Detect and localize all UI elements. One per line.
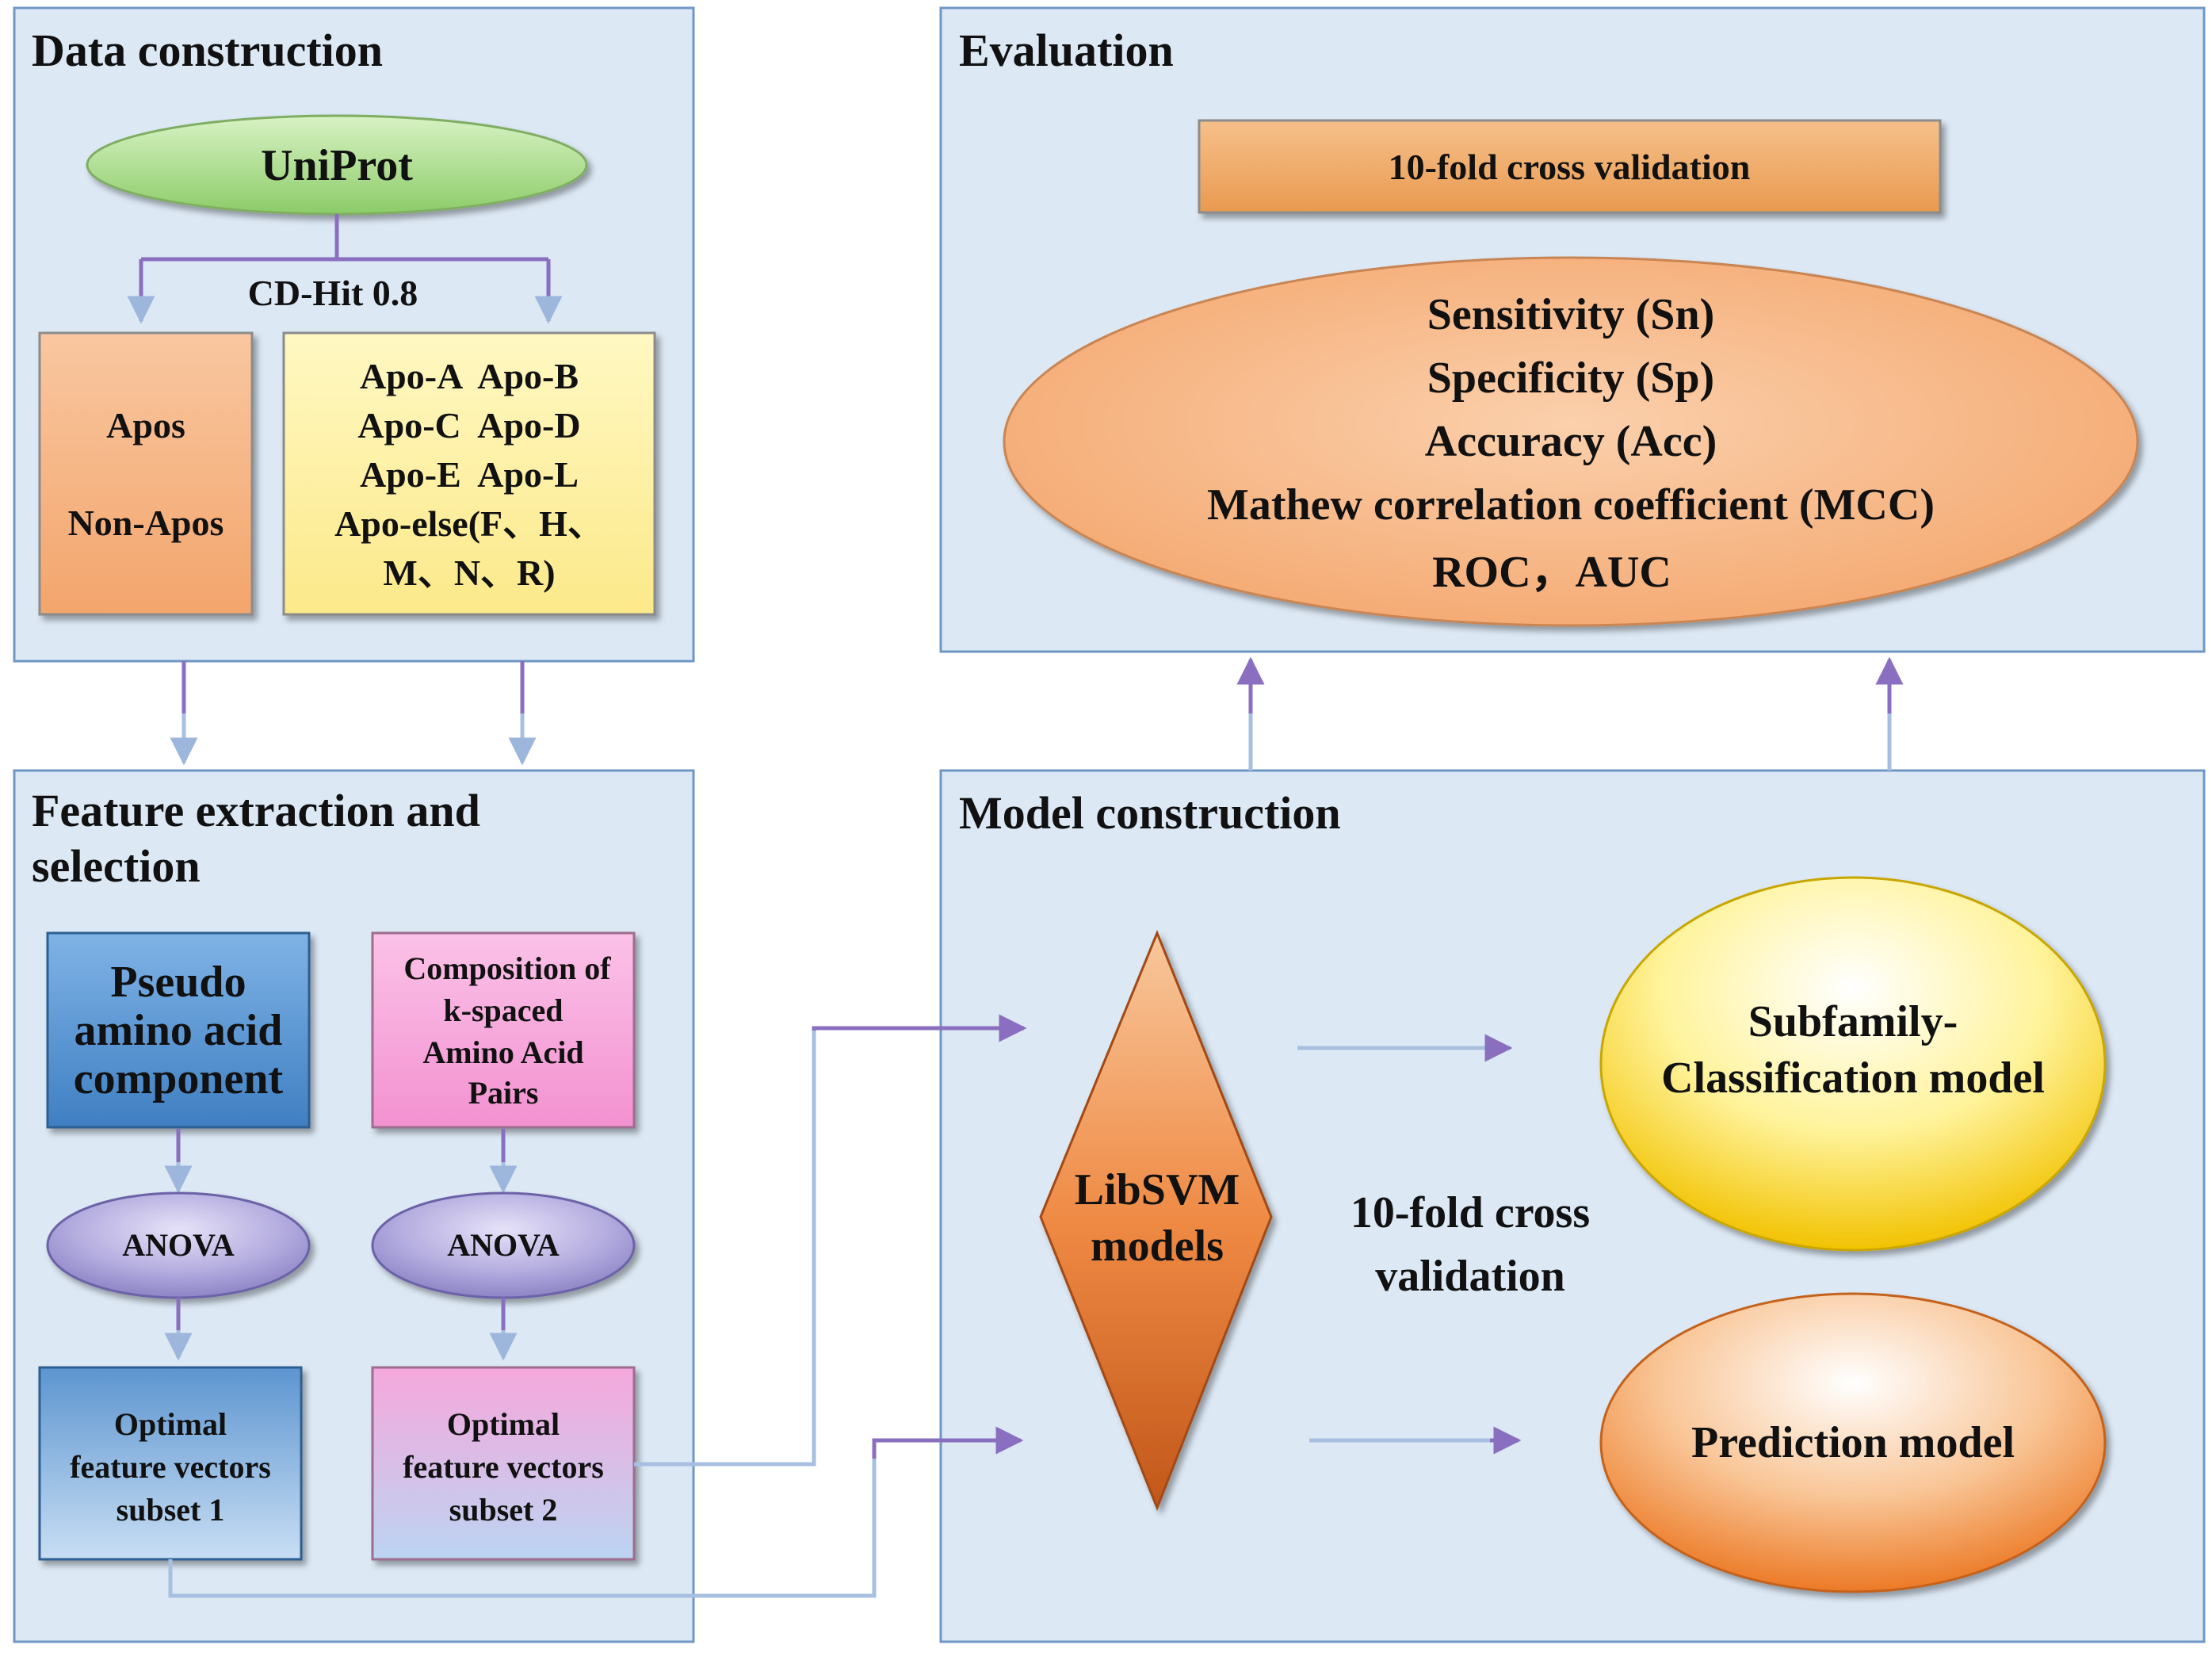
pseaac-line-2: amino acid — [74, 1006, 283, 1055]
uniprot-split-connector — [127, 214, 563, 324]
metric-roc-auc: ROC，AUC — [1432, 548, 1671, 597]
cdhit-label: CD-Hit 0.8 — [248, 273, 418, 313]
pseaac-line-1: Pseudo — [110, 958, 246, 1007]
metric-mcc: Mathew correlation coefficient (MCC) — [1207, 480, 1935, 530]
cv-bar — [1198, 119, 1942, 214]
metric-accuracy: Accuracy (Acc) — [1425, 417, 1717, 466]
cksaap-line-1: Composition of — [403, 950, 611, 986]
subset-1-line-2: feature vectors — [70, 1449, 271, 1485]
feature-to-anova-arrows — [164, 1129, 518, 1194]
libsvm-line-2: models — [1091, 1222, 1224, 1271]
subset-1-to-model-connector — [168, 1426, 1024, 1598]
metrics-ellipse — [1003, 256, 2139, 627]
cksaap-box — [371, 931, 636, 1129]
subset-2-to-model-connector — [634, 1014, 1027, 1467]
apos-box — [38, 331, 254, 616]
subfamily-model-line-2: Classification model — [1661, 1054, 2045, 1103]
data-construction-title: Data construction — [32, 25, 383, 76]
subset-2-line-2: feature vectors — [403, 1449, 604, 1485]
cksaap-line-2: k-spaced — [443, 992, 563, 1028]
feature-title-line-2: selection — [32, 840, 201, 892]
subset-1-box — [38, 1366, 303, 1561]
model-cv-line-1: 10-fold cross — [1351, 1188, 1590, 1237]
non-apos-label: Non-Apos — [68, 503, 224, 543]
apos-label: Apos — [106, 405, 185, 446]
apo-row-4: Apo-else(F、H、 — [334, 503, 604, 544]
prediction-model-label: Prediction model — [1691, 1418, 2015, 1467]
model-title: Model construction — [959, 787, 1341, 839]
evaluation-title: Evaluation — [959, 25, 1174, 76]
metric-sensitivity: Sensitivity (Sn) — [1427, 290, 1715, 339]
apo-row-3: Apo-E Apo-L — [360, 454, 579, 495]
subset-1-line-1: Optimal — [114, 1406, 227, 1442]
cksaap-line-3: Amino Acid — [422, 1035, 583, 1070]
anova-left-label: ANOVA — [122, 1227, 235, 1263]
data-to-feature-arrows — [170, 661, 537, 766]
pseaac-line-3: component — [74, 1054, 284, 1103]
model-to-evaluation-arrows — [1236, 656, 1904, 771]
pseaac-box — [46, 931, 311, 1129]
subset-1-line-3: subset 1 — [117, 1492, 225, 1528]
subset-2-line-3: subset 2 — [449, 1492, 558, 1528]
cv-bar-label: 10-fold cross validation — [1389, 147, 1751, 187]
subfamily-model-line-1: Subfamily- — [1748, 997, 1958, 1046]
apo-row-1: Apo-A Apo-B — [360, 356, 579, 396]
subfamily-model-node — [1599, 876, 2107, 1252]
libsvm-line-1: LibSVM — [1075, 1165, 1240, 1214]
model-cv-line-2: validation — [1375, 1252, 1565, 1301]
apo-row-2: Apo-C Apo-D — [357, 405, 580, 446]
subset-2-line-1: Optimal — [447, 1406, 560, 1442]
uniprot-label: UniProt — [261, 141, 413, 190]
apo-row-5: M、N、R) — [383, 553, 555, 593]
model-output-arrows — [1297, 1034, 1522, 1455]
anova-to-subset-arrows — [164, 1298, 518, 1361]
libsvm-diamond — [1039, 930, 1273, 1512]
apo-subfamily-box — [282, 331, 656, 616]
feature-title-line-1: Feature extraction and — [32, 785, 480, 836]
cksaap-line-4: Pairs — [468, 1075, 539, 1111]
prediction-model-node — [1599, 1292, 2107, 1593]
anova-right-label: ANOVA — [447, 1227, 560, 1263]
metric-specificity: Specificity (Sp) — [1427, 354, 1714, 403]
